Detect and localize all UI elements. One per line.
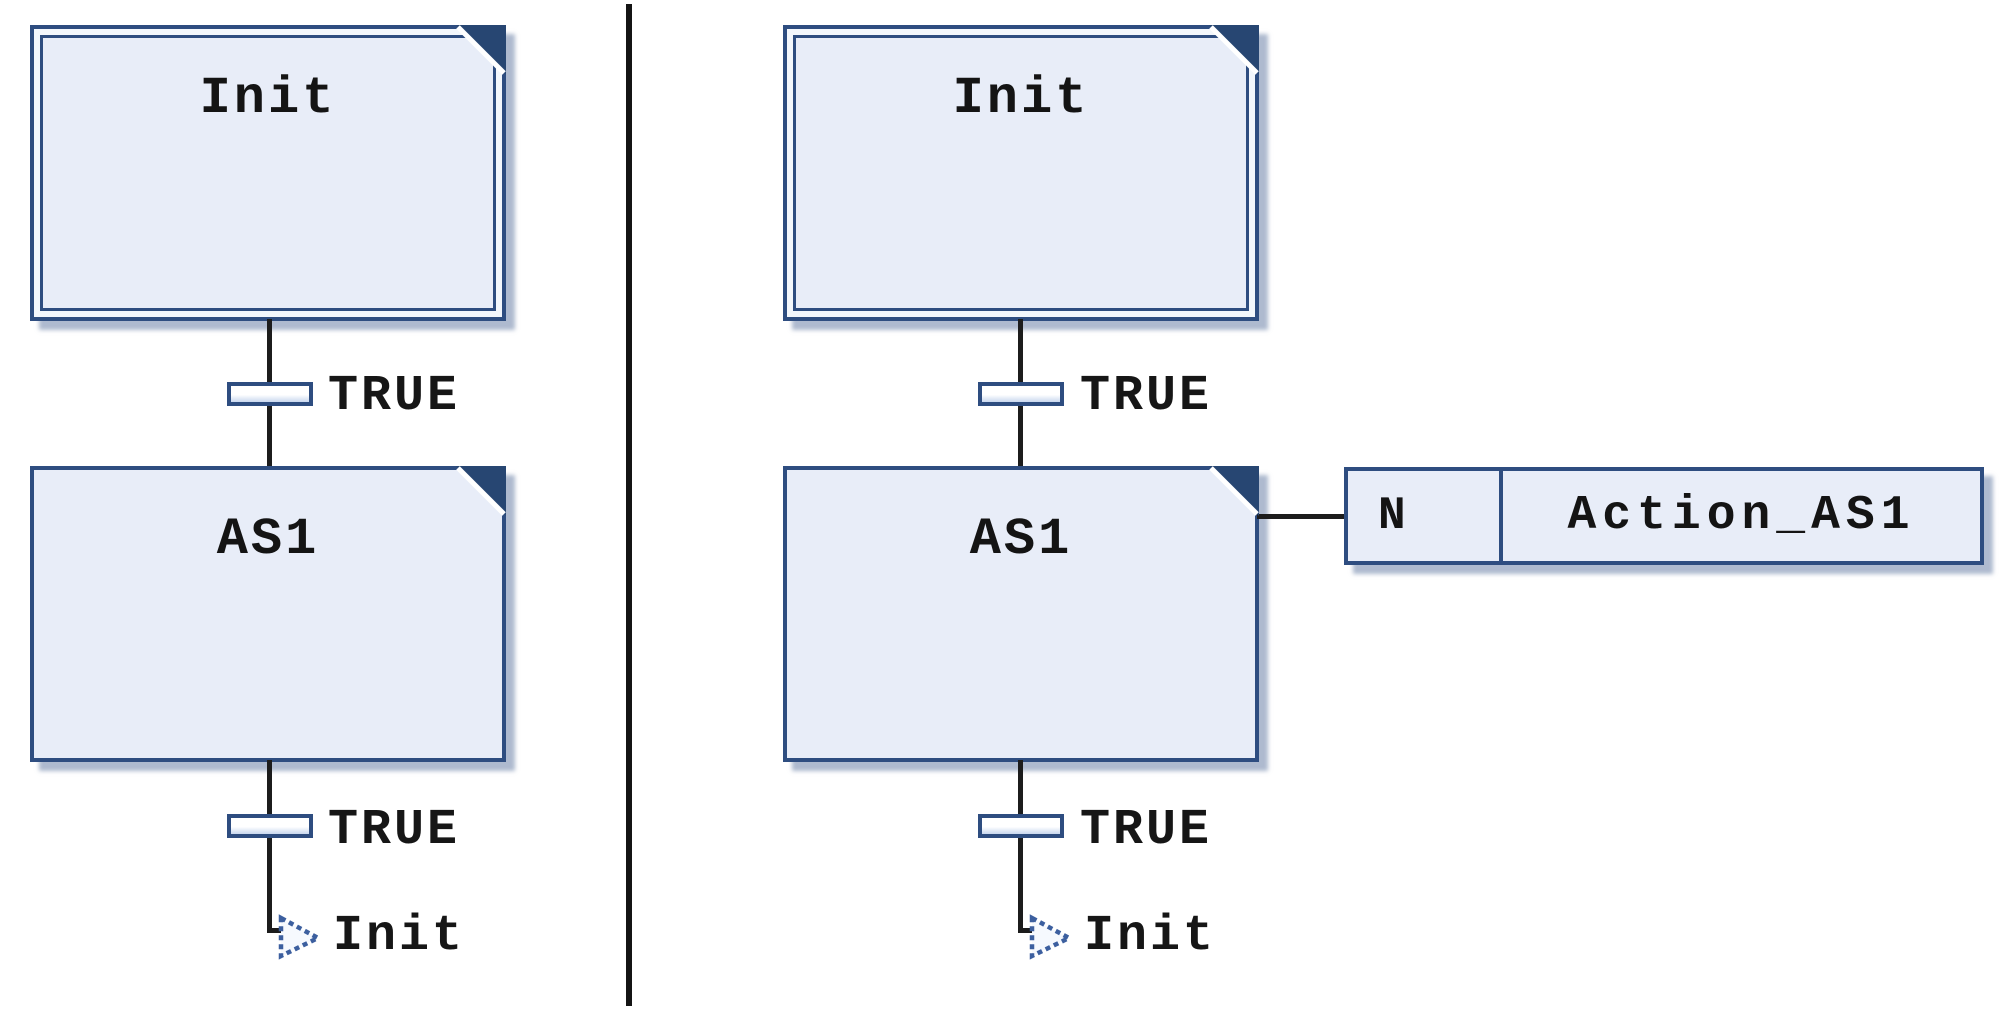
action-qualifier-cell[interactable]: N xyxy=(1348,471,1503,561)
transition-bar[interactable] xyxy=(227,814,313,838)
step-corner-fold-icon xyxy=(1209,466,1259,516)
transition-condition-label[interactable]: TRUE xyxy=(1080,802,1213,859)
step-label: Init xyxy=(199,69,337,128)
connection-line xyxy=(1018,928,1034,933)
connection-line xyxy=(1018,760,1023,932)
step-label: AS1 xyxy=(216,510,320,569)
panel-divider-line xyxy=(626,4,632,1006)
transition-condition-label[interactable]: TRUE xyxy=(1080,368,1213,425)
action-block[interactable]: N Action_AS1 xyxy=(1344,467,1984,565)
step-as1[interactable]: AS1 xyxy=(783,466,1259,762)
action-name-cell[interactable]: Action_AS1 xyxy=(1567,489,1916,543)
transition-condition-label[interactable]: TRUE xyxy=(328,368,461,425)
transition-condition-label[interactable]: TRUE xyxy=(328,802,461,859)
step-corner-fold-icon xyxy=(1209,25,1259,75)
jump-arrow-icon[interactable] xyxy=(1028,912,1074,960)
step-as1[interactable]: AS1 xyxy=(30,466,506,762)
transition-bar[interactable] xyxy=(978,382,1064,406)
step-label: Init xyxy=(952,69,1090,128)
transition-bar[interactable] xyxy=(978,814,1064,838)
step-init[interactable]: Init xyxy=(30,25,506,321)
connection-line xyxy=(267,760,272,932)
jump-arrow-icon[interactable] xyxy=(277,912,323,960)
jump-target-label[interactable]: Init xyxy=(1084,908,1217,965)
action-connector-line xyxy=(1257,514,1347,519)
step-init[interactable]: Init xyxy=(783,25,1259,321)
step-corner-fold-icon xyxy=(456,25,506,75)
transition-bar[interactable] xyxy=(227,382,313,406)
connection-line xyxy=(267,928,283,933)
step-label: AS1 xyxy=(969,510,1073,569)
step-corner-fold-icon xyxy=(456,466,506,516)
jump-target-label[interactable]: Init xyxy=(333,908,466,965)
